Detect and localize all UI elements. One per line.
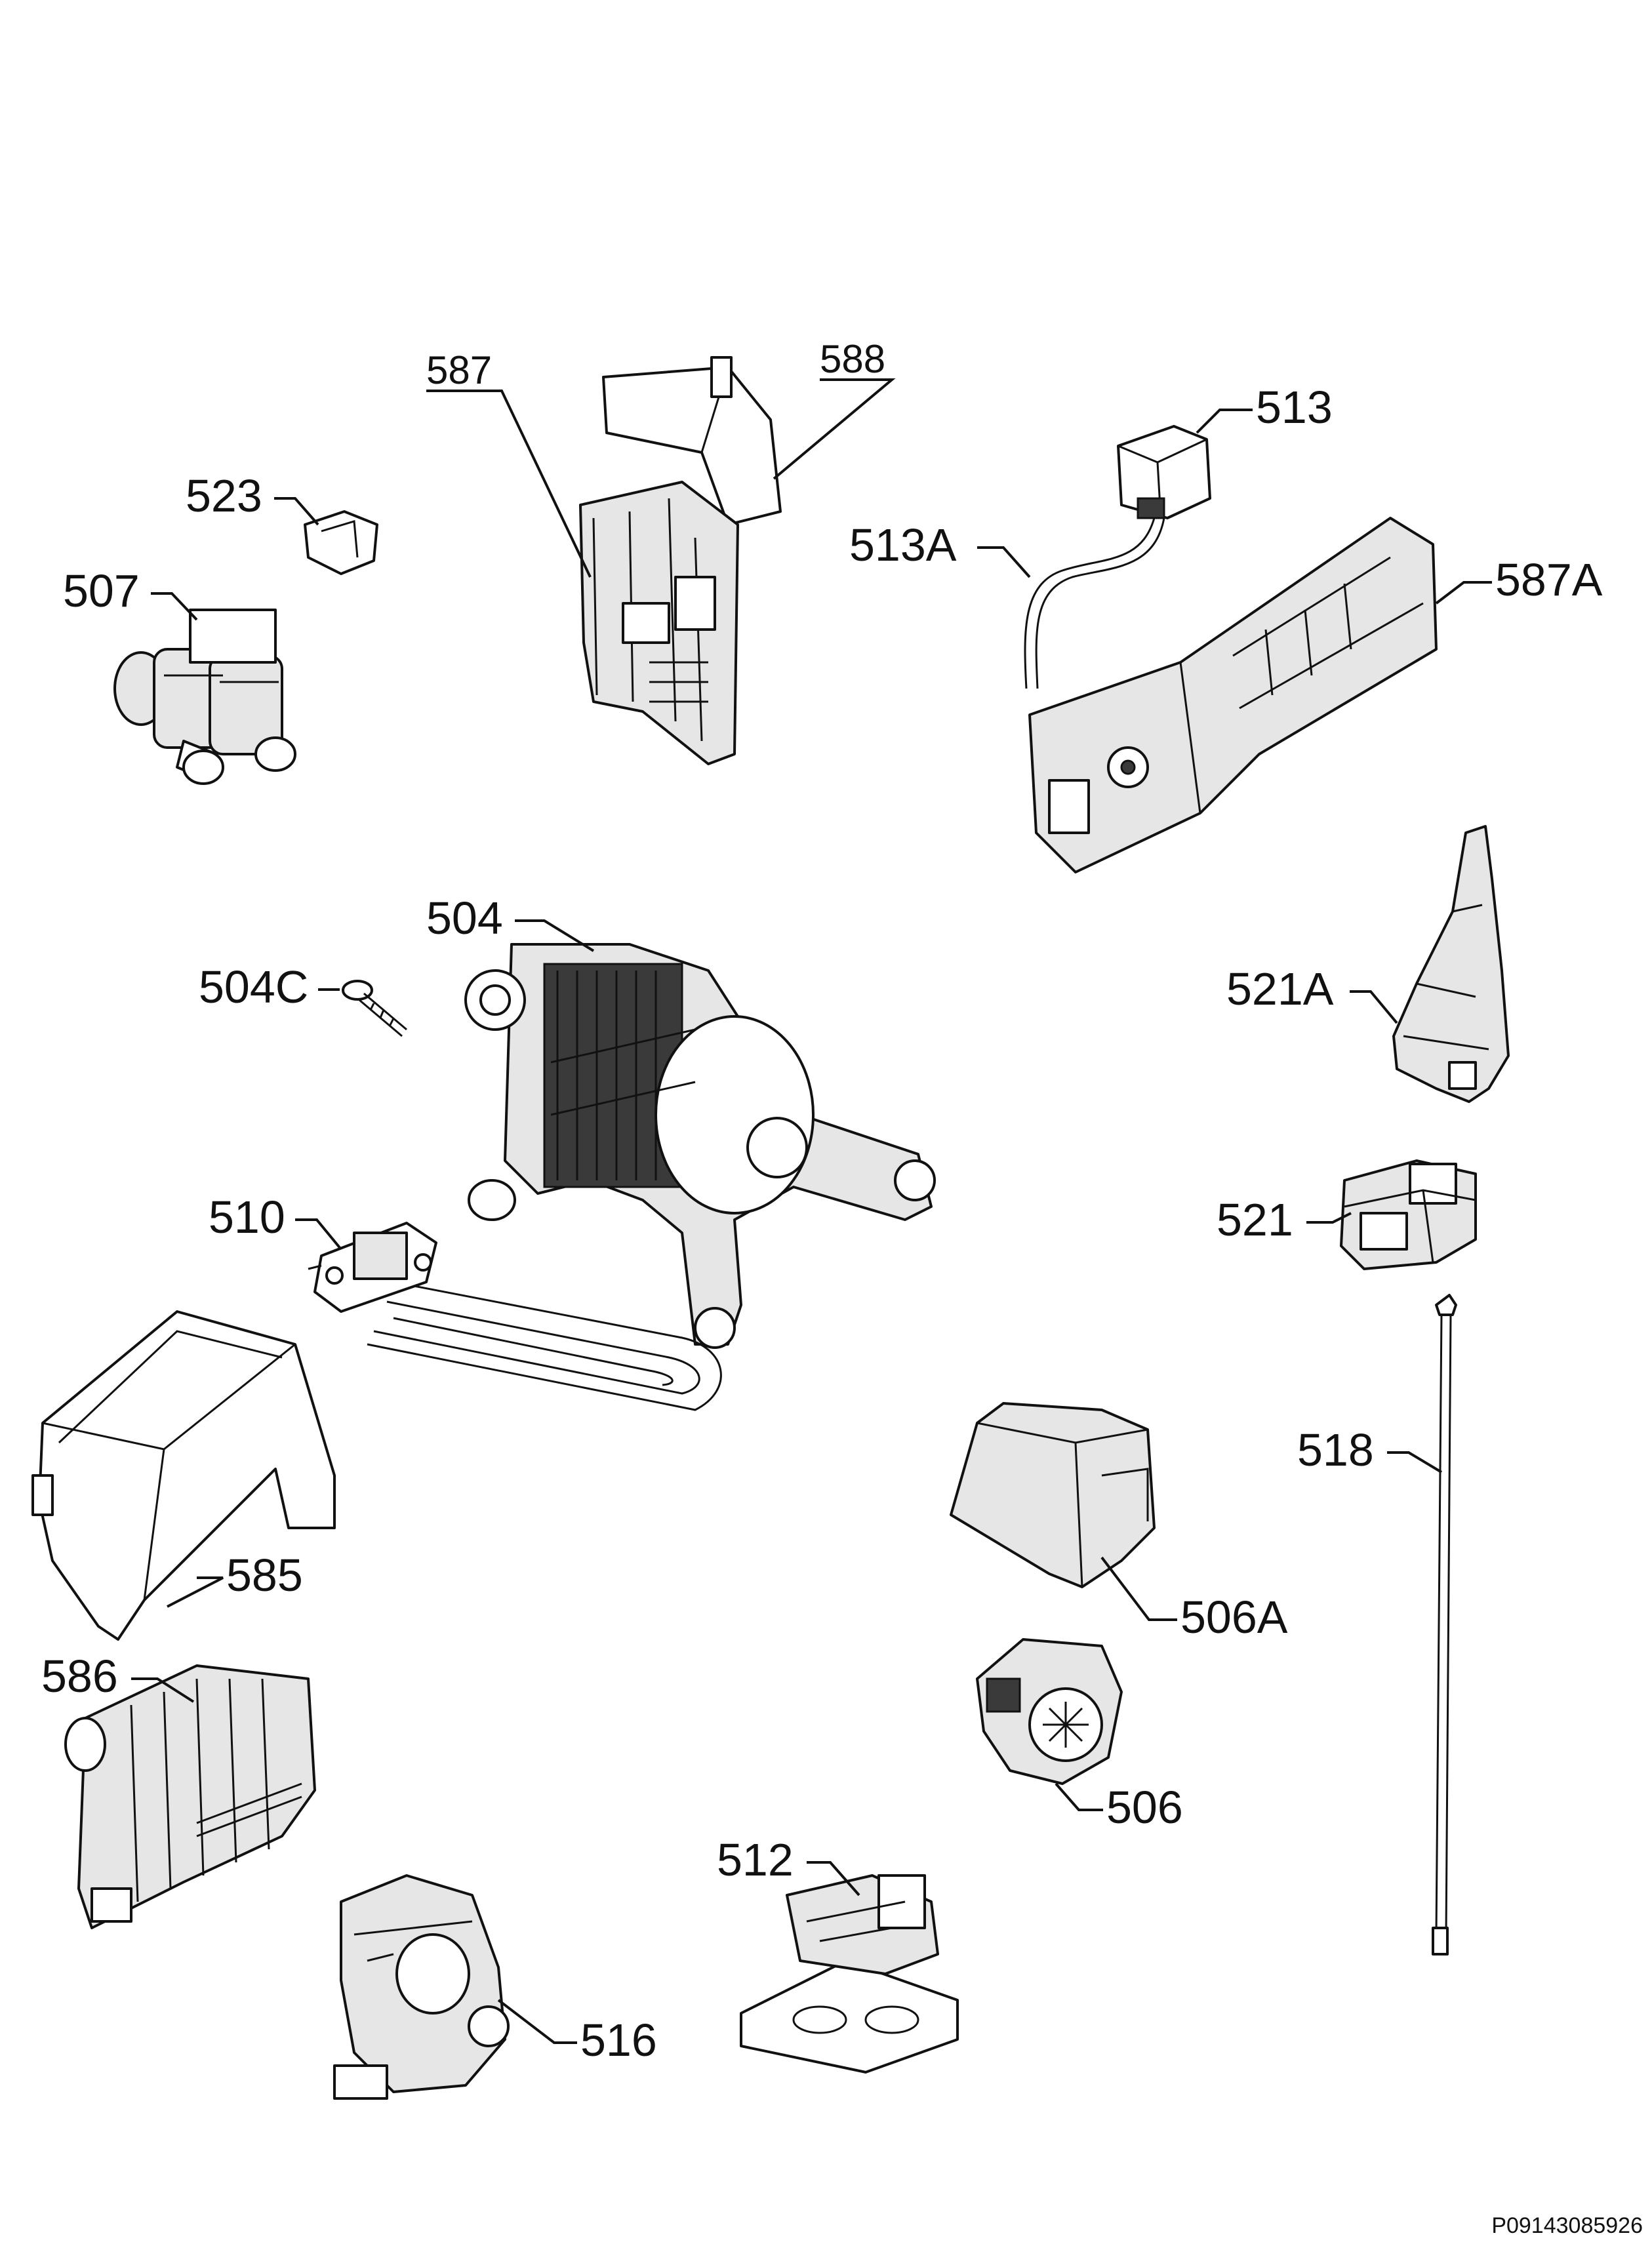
- leader-506A: [1100, 1556, 1177, 1621]
- label-521: 521: [1217, 1194, 1293, 1245]
- wire-harness-icon: [1024, 517, 1165, 689]
- inlet-valve-icon: [113, 609, 296, 785]
- display-board-icon: [1028, 517, 1438, 873]
- label-513: 513: [1256, 382, 1333, 433]
- leader-506: [1055, 1782, 1103, 1811]
- label-506: 506: [1106, 1782, 1183, 1833]
- label-504C: 504C: [199, 961, 308, 1013]
- filter-cover-icon: [31, 1310, 336, 1641]
- document-code: P09143085926: [1491, 2213, 1643, 2238]
- label-513A: 513A: [849, 519, 957, 571]
- door-lock-icon: [1340, 1159, 1477, 1270]
- label-521A: 521A: [1226, 963, 1334, 1014]
- leader-587A: [1435, 581, 1492, 605]
- leader-518: [1387, 1451, 1443, 1474]
- pressure-switch-icon: [740, 1874, 959, 2074]
- label-512: 512: [717, 1834, 794, 1885]
- door-lock-bracket-icon: [1392, 825, 1510, 1103]
- leader-588: [773, 378, 896, 480]
- connector-icon: [1117, 425, 1211, 519]
- leader-504: [515, 919, 595, 952]
- leader-521: [1306, 1212, 1352, 1224]
- label-518: 518: [1297, 1424, 1374, 1475]
- label-587A: 587A: [1495, 554, 1603, 605]
- leader-513A: [977, 546, 1031, 578]
- leader-586: [131, 1677, 195, 1703]
- clip-icon: [304, 510, 378, 575]
- label-586: 586: [41, 1651, 118, 1702]
- label-516: 516: [580, 2015, 657, 2066]
- leader-523: [274, 497, 319, 526]
- drain-pump-icon: [976, 1638, 1123, 1785]
- label-504: 504: [426, 892, 503, 944]
- label-506A: 506A: [1180, 1592, 1288, 1643]
- leader-587: [426, 390, 592, 578]
- leader-507: [151, 592, 198, 621]
- part-labels: 587 588 513 523 507 513A 587A 504 504C 5…: [41, 337, 1603, 2066]
- leader-585: [167, 1576, 224, 1608]
- pump-cover-icon: [950, 1402, 1156, 1588]
- circulation-pump-icon: [333, 1874, 510, 2100]
- suppressor-filter-icon: [64, 1664, 316, 1929]
- heating-element-icon: [308, 1222, 722, 1411]
- sensor-rod-icon: [1432, 1294, 1457, 1955]
- leader-516: [497, 1999, 577, 2044]
- label-588: 588: [820, 337, 885, 381]
- motor-icon: [464, 943, 936, 1349]
- label-523: 523: [186, 470, 262, 521]
- screw-icon: [342, 980, 407, 1037]
- label-507: 507: [63, 565, 140, 616]
- label-587: 587: [426, 348, 492, 392]
- control-module-housing-icon: [579, 481, 739, 765]
- leader-513: [1196, 409, 1253, 434]
- leader-521A: [1350, 990, 1398, 1024]
- leader-512: [807, 1861, 860, 1896]
- label-510: 510: [209, 1192, 285, 1243]
- label-585: 585: [226, 1550, 303, 1601]
- leader-510: [295, 1218, 342, 1251]
- module-cover-icon: [602, 356, 782, 526]
